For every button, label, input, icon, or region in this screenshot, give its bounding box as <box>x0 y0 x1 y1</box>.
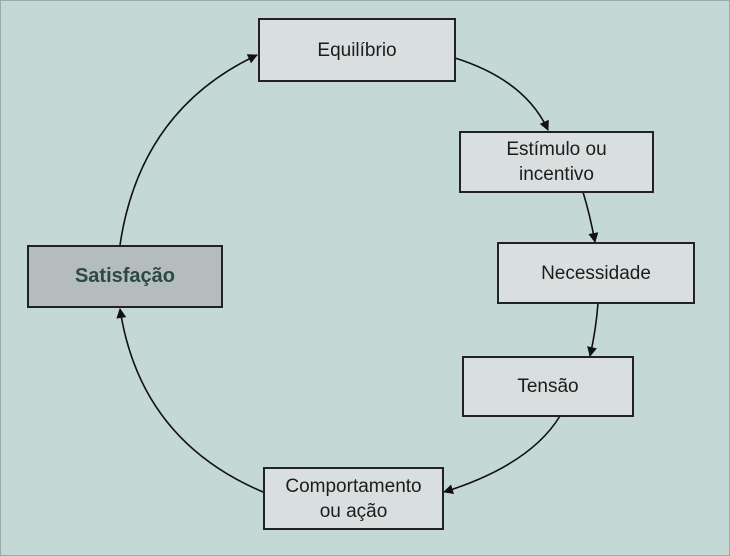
arrow-equilibrio-to-estimulo <box>454 57 549 131</box>
node-tensao: Tensão <box>462 356 634 417</box>
arrow-necessidade-to-tensao <box>587 302 599 357</box>
node-satisfacao: Satisfação <box>27 245 223 308</box>
node-label: Estímulo ou incentivo <box>506 139 607 185</box>
arrow-comportamento-to-satisfacao <box>116 308 264 493</box>
node-label: Satisfação <box>74 265 176 287</box>
node-label: Comportamento ou ação <box>285 475 422 522</box>
node-equilibrio: Equilíbrio <box>258 18 456 82</box>
node-estimulo: Estímulo ou incentivo <box>459 131 654 193</box>
node-label: Equilíbrio <box>317 39 397 61</box>
node-necessidade: Necessidade <box>497 242 695 304</box>
arrow-tensao-to-comportamento <box>443 415 561 495</box>
arrow-satisfacao-to-equilibrio <box>119 54 258 246</box>
node-label: Necessidade <box>541 262 651 284</box>
node-comportamento: Comportamento ou ação <box>263 467 444 530</box>
node-label: Tensão <box>517 376 579 397</box>
arrow-estimulo-to-necessidade <box>582 191 599 243</box>
